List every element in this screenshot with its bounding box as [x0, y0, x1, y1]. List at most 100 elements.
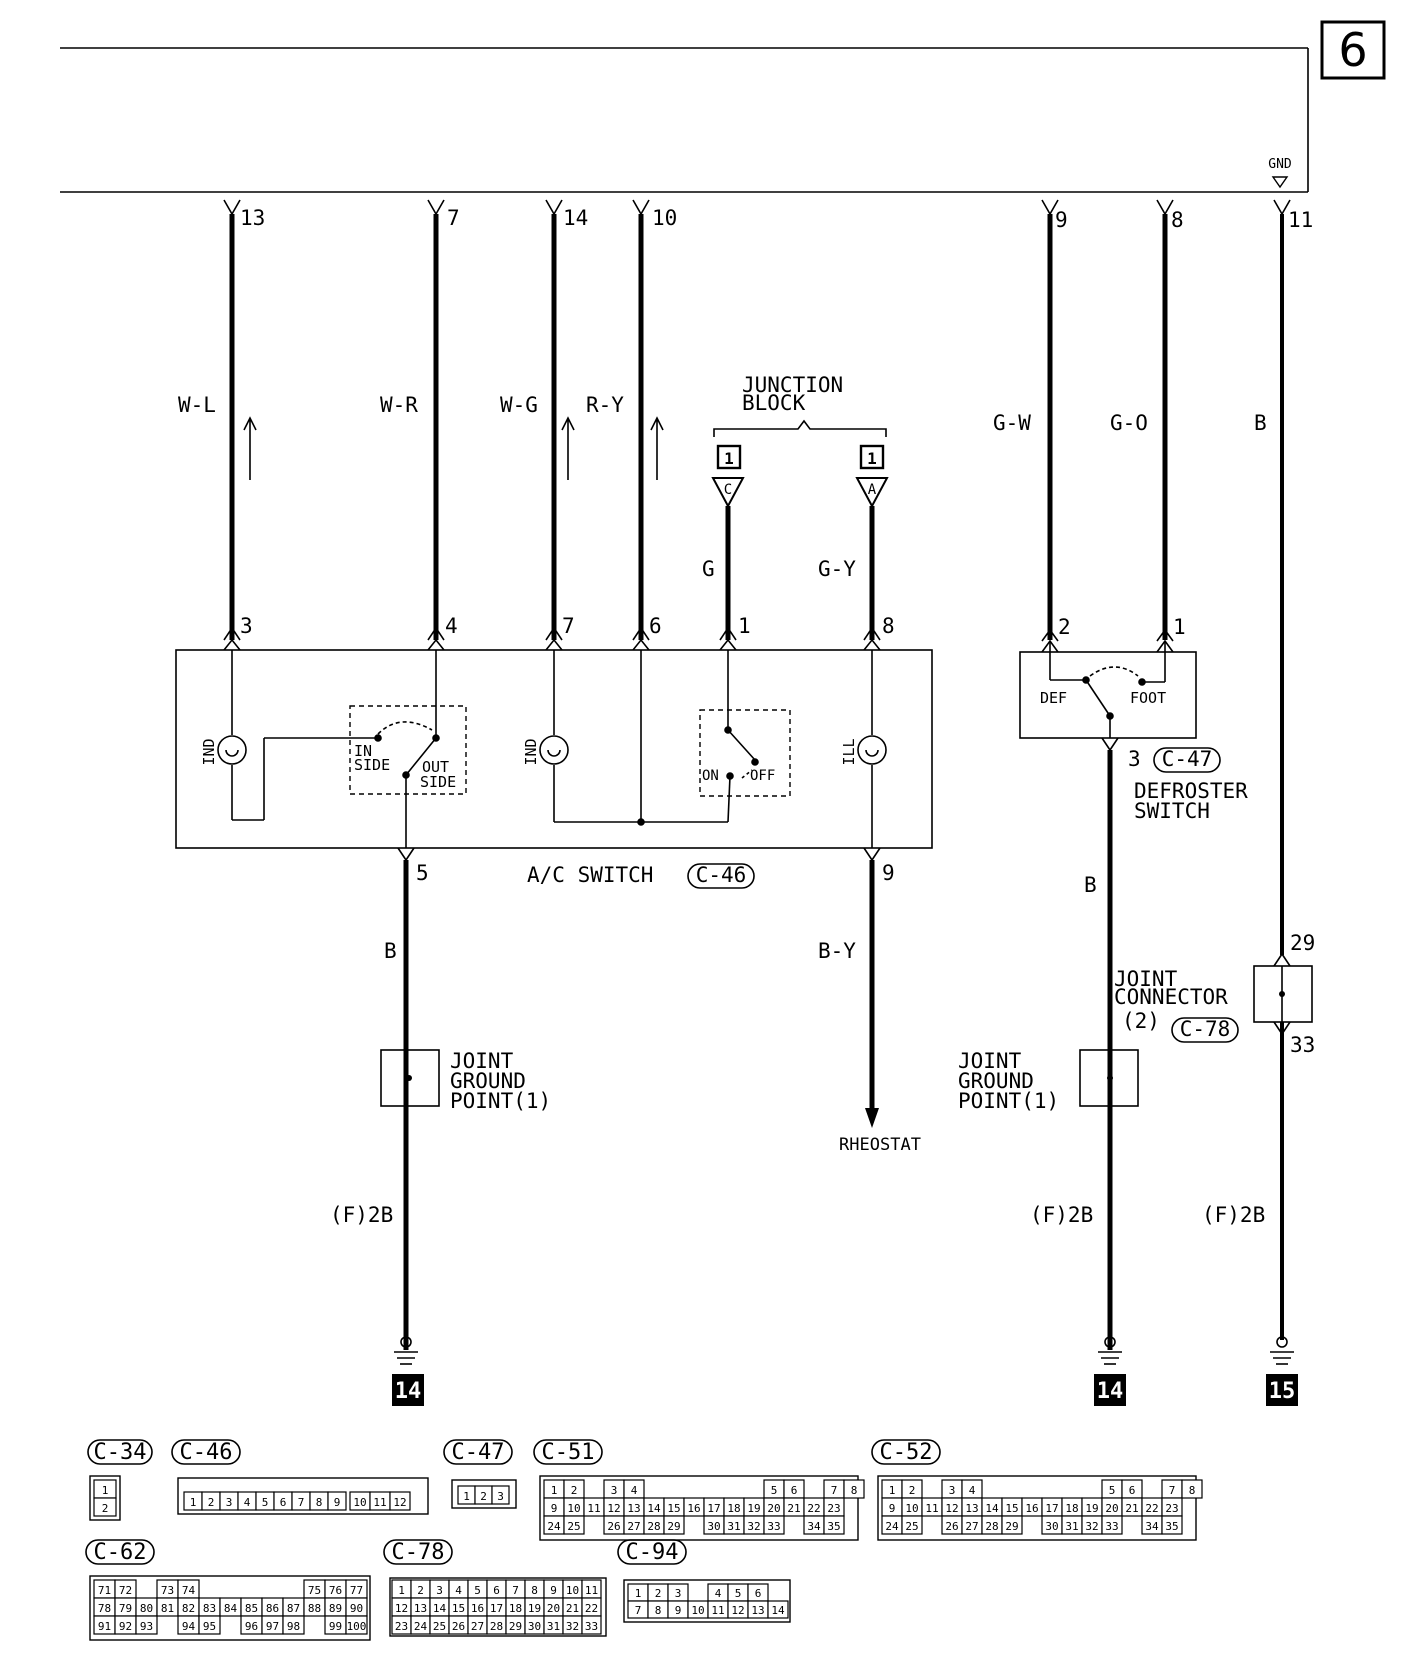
c62-pin-77: 77	[350, 1584, 363, 1597]
c51-pin-18: 18	[727, 1502, 740, 1515]
c51-pin-15: 15	[667, 1502, 680, 1515]
c52-pin-4: 4	[969, 1484, 976, 1497]
c94-pin-8: 8	[655, 1604, 662, 1617]
c46-pin-cell	[327, 1491, 347, 1511]
c47-pin-cell	[491, 1485, 510, 1505]
ac-ill: ILL	[840, 738, 858, 765]
c94-pin-11: 11	[711, 1604, 724, 1617]
c62-pin-89: 89	[329, 1602, 342, 1615]
c51-pin-1: 1	[551, 1484, 558, 1497]
c78-name: C-78	[392, 1540, 445, 1565]
c52-pin-9: 9	[889, 1502, 896, 1515]
c62-pin-78: 78	[98, 1602, 111, 1615]
top-pin-11: 11	[1288, 208, 1313, 232]
c62-pin-73: 73	[161, 1584, 174, 1597]
defroster-connector: C-47	[1162, 747, 1213, 771]
c51-pin-7: 7	[831, 1484, 838, 1497]
junction-term-c: C	[724, 482, 732, 498]
c78-pin-27: 27	[471, 1620, 484, 1633]
c78-pin-5: 5	[474, 1584, 481, 1597]
c34-pin-cell	[93, 1497, 117, 1517]
c62-pin-cell	[345, 1615, 368, 1635]
flow-arrows	[243, 416, 664, 480]
c62-pin-96: 96	[245, 1620, 258, 1633]
c52-pin-cell	[1161, 1515, 1183, 1535]
joint-connector: JOINT CONNECTOR (2) C-78 29 33	[1114, 931, 1315, 1057]
c52-pin-28: 28	[985, 1520, 998, 1533]
c52-pin-10: 10	[905, 1502, 918, 1515]
c78-pin-10: 10	[566, 1584, 579, 1597]
connector-c78: C-78	[383, 1539, 453, 1565]
ac-pin-5: 5	[416, 861, 429, 885]
c52-pin-14: 14	[985, 1502, 999, 1515]
c51-pin-cell	[763, 1515, 785, 1535]
wire-color-g: G	[702, 557, 715, 581]
c62-pin-92: 92	[119, 1620, 132, 1633]
junction-block: JUNCTION BLOCK 1 1 C A	[711, 373, 889, 509]
c51-pin-6: 6	[791, 1484, 798, 1497]
c94-name: C-94	[626, 1540, 679, 1565]
connector-c47: C-47	[443, 1439, 513, 1465]
c51-pin-cell	[843, 1479, 865, 1499]
c46-name: C-46	[180, 1440, 233, 1465]
c78-housing	[389, 1577, 607, 1637]
c52-pin-23: 23	[1165, 1502, 1178, 1515]
junction-term-a: A	[868, 482, 877, 498]
c46-pin-1: 1	[190, 1496, 197, 1509]
gnd-label: GND	[1268, 157, 1292, 172]
foot-label: FOOT	[1130, 689, 1166, 707]
c62-pin-93: 93	[140, 1620, 153, 1633]
c46b-pin-10: 10	[353, 1496, 366, 1509]
joint-connector-l3: (2)	[1122, 1009, 1160, 1033]
c51-name: C-51	[542, 1440, 595, 1465]
rheostat-label: RHEOSTAT	[839, 1135, 921, 1155]
c46-pin-8: 8	[316, 1496, 323, 1509]
c52-pin-5: 5	[1109, 1484, 1116, 1497]
c52-pin-27: 27	[965, 1520, 978, 1533]
connector-c94: C-94	[617, 1539, 687, 1565]
c62-pin-97: 97	[266, 1620, 279, 1633]
c78-pin-32: 32	[566, 1620, 579, 1633]
junction-num-c: 1	[724, 449, 734, 468]
c51-pin-27: 27	[627, 1520, 640, 1533]
ac-pin-6: 6	[649, 614, 662, 638]
top-pin-9: 9	[1055, 208, 1068, 232]
ac-switch-label: A/C SWITCH	[527, 863, 653, 887]
c62-pin-95: 95	[203, 1620, 216, 1633]
ground-14-right: 14	[1097, 1379, 1124, 1404]
c52-pin-cell	[1001, 1515, 1023, 1535]
c52-pin-20: 20	[1105, 1502, 1118, 1515]
c62-name: C-62	[94, 1540, 147, 1565]
defroster-switch: DEF FOOT	[1019, 628, 1197, 752]
wire-color-r-y: R-Y	[586, 393, 624, 417]
jgp-right-l1: JOINT	[958, 1049, 1022, 1073]
c78-pin-cell	[581, 1615, 602, 1635]
c52-pin-22: 22	[1145, 1502, 1158, 1515]
ac-ind-mid: IND	[522, 738, 540, 765]
gnd-marker: GND	[1268, 157, 1292, 189]
c62-pin-88: 88	[308, 1602, 321, 1615]
c51-housing	[539, 1475, 859, 1541]
c51-pin-33: 33	[767, 1520, 780, 1533]
c34-pin-2: 2	[102, 1502, 109, 1515]
c51-pin-5: 5	[771, 1484, 778, 1497]
top-pin-10: 10	[652, 206, 677, 230]
c78-pin-19: 19	[528, 1602, 541, 1615]
c51-pin-22: 22	[807, 1502, 820, 1515]
wire-color-g-o: G-O	[1110, 411, 1148, 435]
c47-pin-3: 3	[497, 1490, 504, 1503]
c51-pin-35: 35	[827, 1520, 840, 1533]
def-pin-2: 2	[1058, 615, 1071, 639]
c52-pin-24: 24	[885, 1520, 899, 1533]
jgp-left-l2: GROUND	[450, 1069, 526, 1093]
c46-pin-6: 6	[280, 1496, 287, 1509]
wire-color-b-y: B-Y	[818, 939, 856, 963]
jgp-right-l3: POINT(1)	[958, 1089, 1059, 1113]
c94-pin-1: 1	[635, 1587, 642, 1600]
def-pin-3: 3	[1128, 747, 1141, 771]
def-pin-1: 1	[1173, 615, 1186, 639]
c78-pin-4: 4	[455, 1584, 462, 1597]
